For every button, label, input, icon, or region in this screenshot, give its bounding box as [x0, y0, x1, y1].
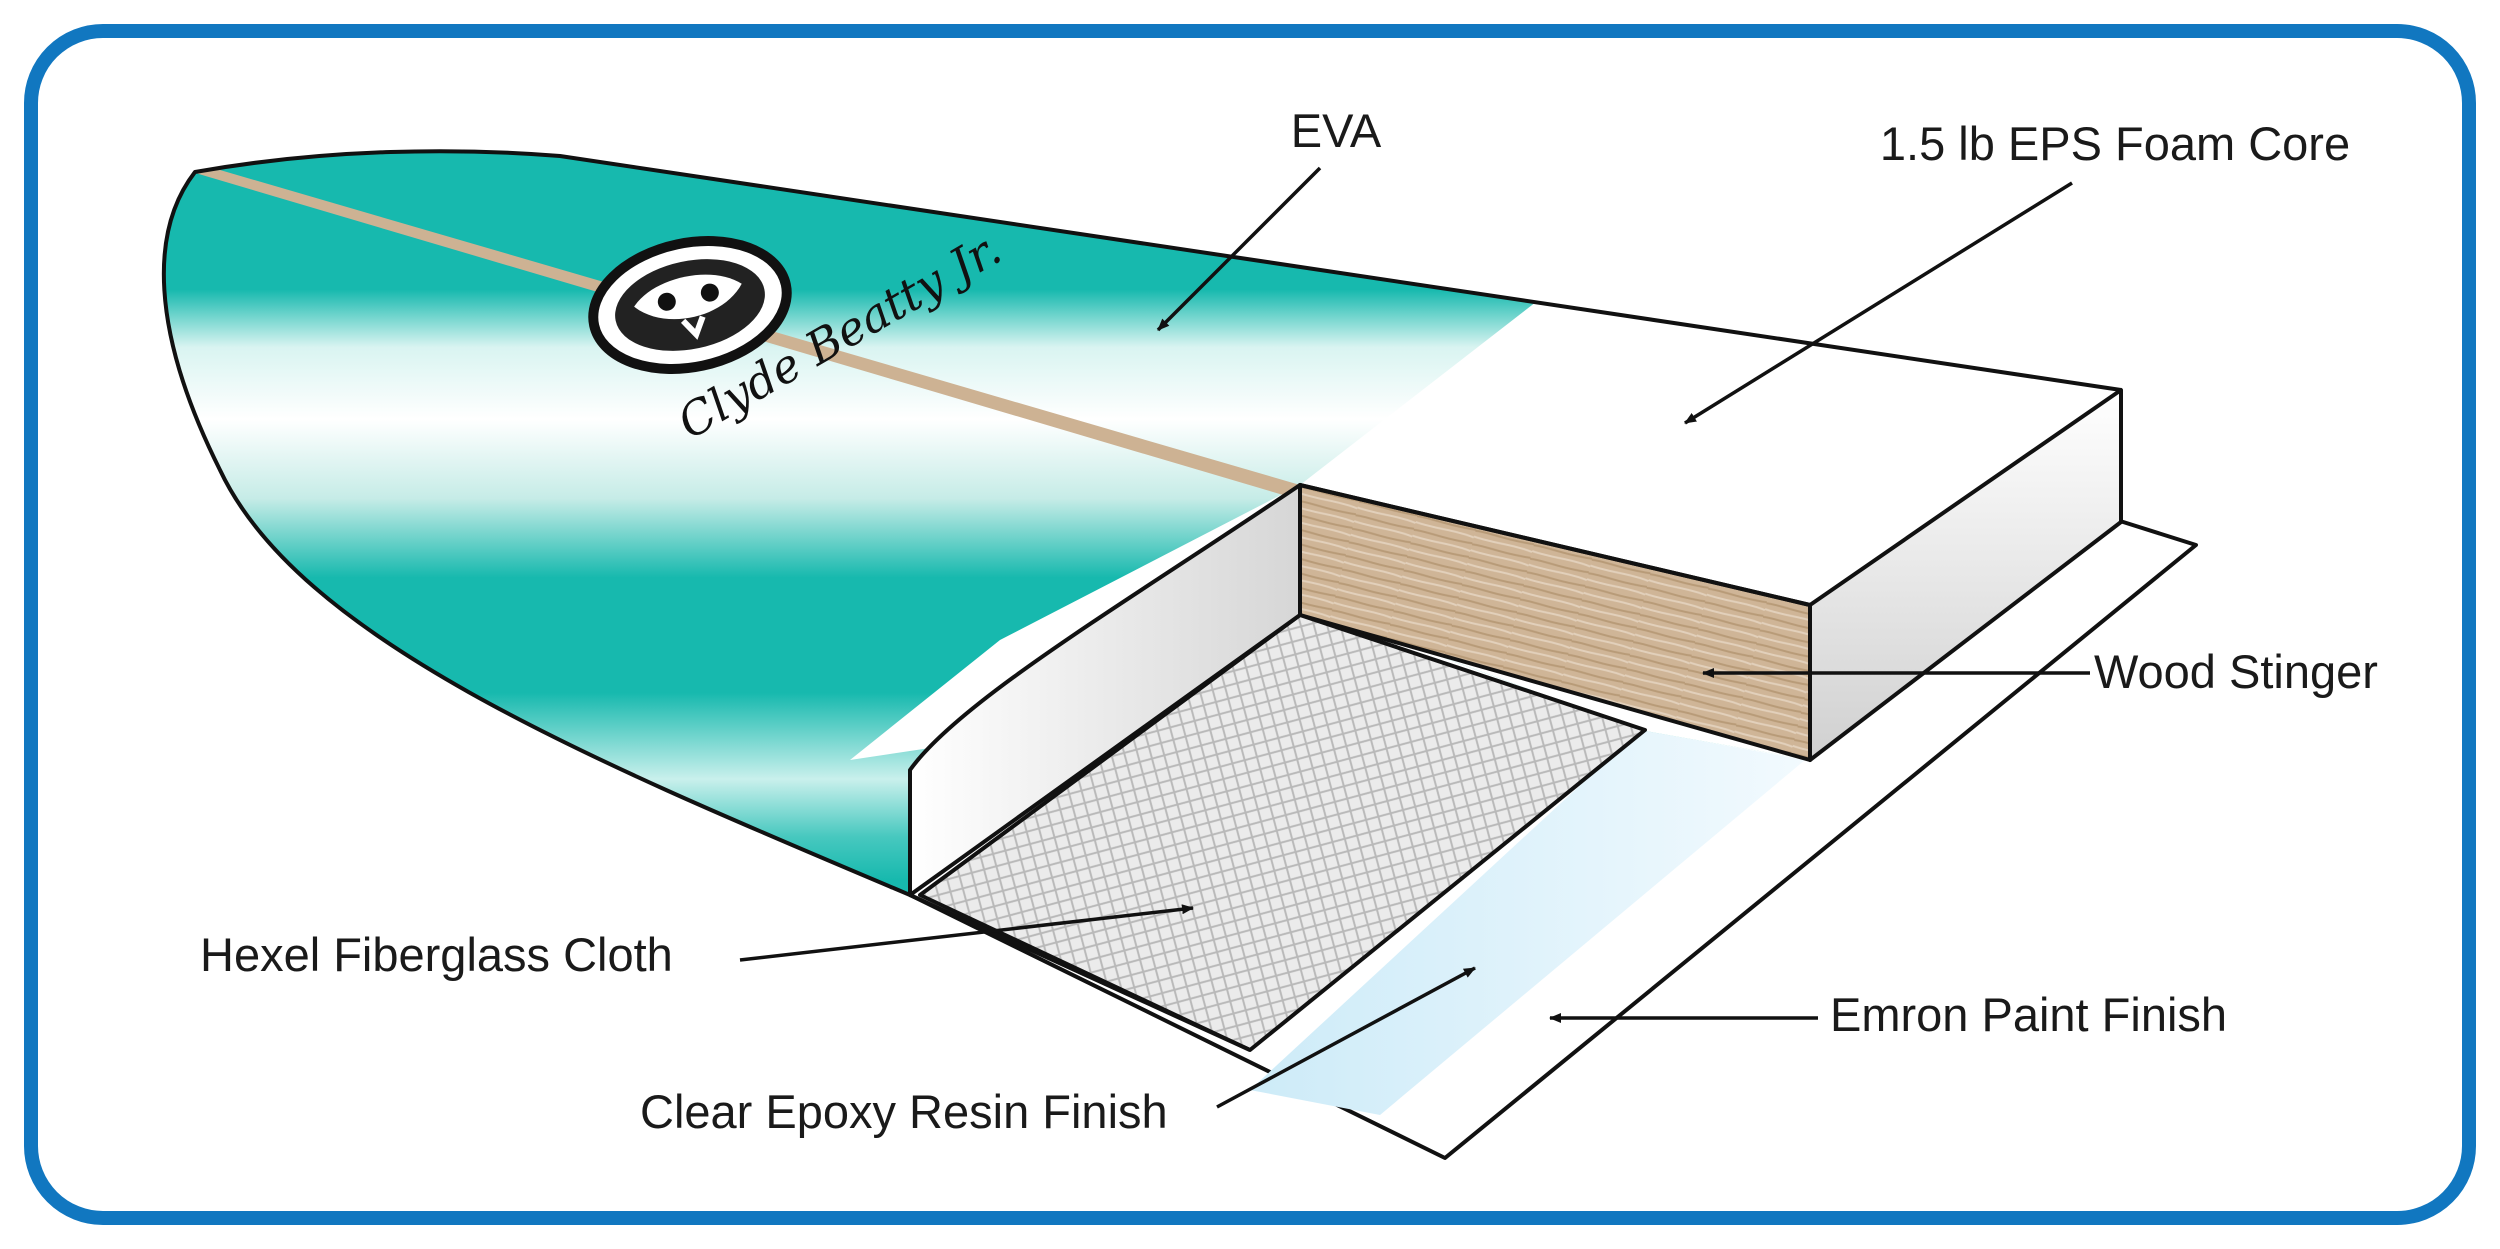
paint-finish-outline — [909, 519, 2198, 1160]
arrow-foam-core — [1684, 181, 2073, 425]
arrow-eva — [1156, 166, 1322, 332]
board-edge-top — [1299, 483, 1811, 607]
arrow-fiberglass — [739, 904, 1194, 962]
resin-finish-layer — [1250, 730, 1805, 1115]
label-wood-stinger: Wood Stinger — [2094, 645, 2378, 698]
board-outline — [161, 149, 2122, 897]
logo-badge — [588, 236, 792, 374]
label-eva: EVA — [1291, 104, 1382, 157]
cut-wall-left — [908, 483, 1302, 897]
foam-core-end — [1808, 388, 2123, 762]
label-paint: Emron Paint Finish — [1830, 988, 2227, 1041]
label-foam-core: 1.5 lb EPS Foam Core — [1880, 117, 2350, 170]
arrow-resin — [1216, 966, 1476, 1109]
label-fiberglass: Hexel Fiberglass Cloth — [200, 928, 673, 981]
label-resin: Clear Epoxy Resin Finish — [640, 1085, 1168, 1138]
board-edge-cut — [909, 893, 1251, 1052]
